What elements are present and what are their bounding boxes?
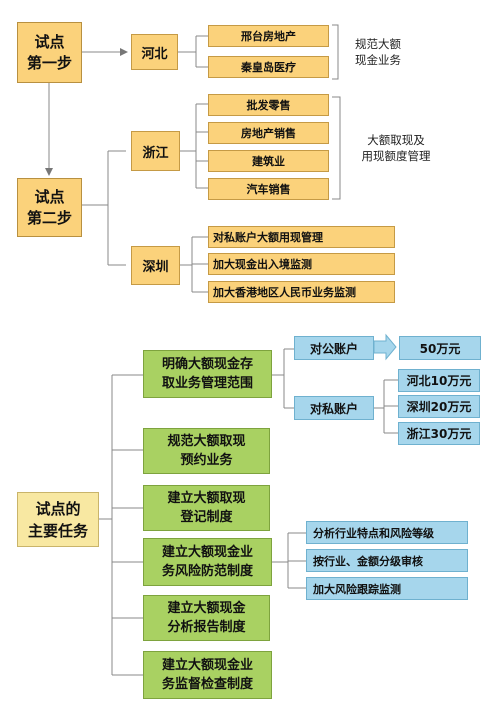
step2-branches (82, 150, 126, 266)
step1-box: 试点 第一步 (17, 22, 82, 83)
hebei-box: 河北 (131, 34, 178, 70)
zhejiang-note: 大额取现及 用现额度管理 (361, 133, 431, 163)
risk-item-review: 按行业、金额分级审核 (306, 549, 468, 572)
zhejiang-bracket (332, 96, 341, 200)
shenzhen-item-private: 对私账户大额用现管理 (208, 226, 395, 248)
public-account-box: 对公账户 (294, 336, 374, 360)
hebei-note: 规范大额 现金业务 (355, 37, 401, 67)
hebei-item-qinhuangdao: 秦皇岛医疗 (208, 56, 329, 78)
task-3: 建立大额取现 登记制度 (143, 485, 270, 531)
public-arrow (373, 333, 397, 361)
zhejiang-item-auto: 汽车销售 (208, 178, 329, 200)
account-branches (272, 348, 294, 409)
risk-branches (272, 532, 306, 589)
zhejiang-branches (180, 103, 208, 189)
risk-item-analysis: 分析行业特点和风险等级 (306, 521, 468, 544)
hebei-bracket (332, 24, 339, 80)
shenzhen-branches (180, 236, 208, 293)
task-4: 建立大额现金业 务风险防范制度 (143, 538, 272, 586)
shenzhen-box: 深圳 (131, 246, 180, 285)
zhejiang-item-wholesale: 批发零售 (208, 94, 329, 116)
task-6: 建立大额现金业 务监督检查制度 (143, 651, 272, 699)
task-5: 建立大额现金 分析报告制度 (143, 595, 270, 641)
task-1: 明确大额现金存 取业务管理范围 (143, 350, 272, 398)
private-value-shenzhen: 深圳20万元 (398, 395, 480, 418)
shenzhen-item-hk: 加大香港地区人民币业务监测 (208, 281, 395, 303)
tasks-root-box: 试点的 主要任务 (17, 492, 99, 547)
risk-item-tracking: 加大风险跟踪监测 (306, 577, 468, 600)
private-value-zhejiang: 浙江30万元 (398, 422, 480, 445)
private-value-hebei: 河北10万元 (398, 369, 480, 392)
private-branches (374, 379, 398, 434)
hebei-branches (178, 35, 208, 68)
public-value-box: 50万元 (399, 336, 481, 360)
hebei-item-xingtai: 邢台房地产 (208, 25, 329, 47)
shenzhen-item-border: 加大现金出入境监测 (208, 253, 395, 275)
task-branches (99, 374, 143, 676)
zhejiang-item-construction: 建筑业 (208, 150, 329, 172)
task-2: 规范大额取现 预约业务 (143, 428, 270, 474)
zhejiang-box: 浙江 (131, 131, 180, 171)
private-account-box: 对私账户 (294, 396, 374, 420)
step2-box: 试点 第二步 (17, 178, 82, 237)
zhejiang-item-realestate: 房地产销售 (208, 122, 329, 144)
